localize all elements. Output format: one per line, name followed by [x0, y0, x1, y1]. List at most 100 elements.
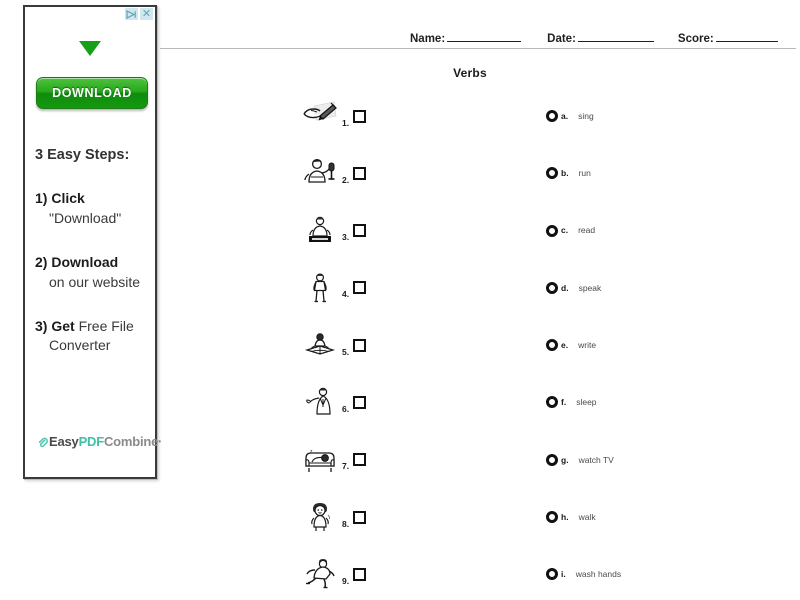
worksheet-header-fields: Name: Date: Score: — [410, 31, 778, 45]
person-speaking-gesture-icon — [300, 385, 340, 419]
person-singing-microphone-icon — [300, 156, 340, 190]
ad-step-2-line2: on our website — [49, 273, 141, 290]
ad-step-3-bold: Get — [51, 317, 75, 334]
option-letter: a. — [561, 110, 569, 121]
list-item: c. read — [546, 211, 595, 251]
close-icon[interactable]: ✕ — [140, 8, 153, 20]
answer-bubble-d[interactable] — [546, 281, 558, 294]
hand-writing-icon — [300, 99, 340, 133]
option-word: write — [578, 339, 597, 350]
checkbox-1[interactable] — [353, 109, 367, 123]
item-number: 5. — [342, 346, 350, 357]
date-field[interactable]: Date: — [547, 31, 654, 45]
list-item: b. run — [546, 153, 591, 193]
ad-step-1: 1) Click "Download" — [35, 189, 155, 229]
ad-step-3: 3) Get Free File Converter — [35, 317, 155, 357]
download-button[interactable]: DOWNLOAD — [36, 77, 148, 109]
list-item: e. write — [546, 325, 596, 365]
option-letter: i. — [561, 569, 566, 580]
item-number: 8. — [342, 518, 350, 529]
list-item: f. sleep — [546, 382, 597, 422]
name-label: Name: — [410, 33, 446, 45]
ad-step-1-bold: Click — [51, 190, 85, 206]
ad-step-3-rest: Free File — [74, 317, 134, 334]
option-letter: b. — [561, 168, 569, 179]
svg-text:z: z — [310, 449, 313, 455]
answer-bubble-b[interactable] — [546, 167, 558, 180]
item-number: 3. — [342, 232, 350, 243]
ad-step-2-num: 2) — [35, 253, 48, 270]
checkbox-7[interactable] — [353, 453, 367, 467]
list-item: 3. — [300, 211, 367, 251]
adchoices-triangle-icon[interactable] — [125, 8, 138, 20]
table-row: 5. e. write — [160, 325, 800, 382]
option-word: run — [578, 168, 591, 179]
list-item: i. wash hands — [546, 554, 621, 594]
checkbox-8[interactable] — [353, 510, 367, 524]
list-item: 8. — [300, 497, 367, 537]
worksheet-content: Name: Date: Score: Verbs — [160, 0, 800, 600]
checkbox-4[interactable] — [353, 281, 367, 295]
checkbox-9[interactable] — [353, 567, 367, 581]
score-blank[interactable] — [715, 31, 778, 42]
ad-step-3-num: 3) — [35, 317, 48, 334]
logo-trademark: • — [158, 437, 161, 446]
header-divider — [160, 48, 796, 49]
score-label: Score: — [677, 33, 714, 45]
checkbox-2[interactable] — [353, 166, 367, 180]
ad-step-1-num: 1) — [35, 190, 48, 206]
date-blank[interactable] — [577, 31, 654, 42]
list-item: a. sing — [546, 96, 594, 136]
list-item: 5. — [300, 325, 367, 365]
option-word: wash hands — [575, 569, 622, 580]
item-number: 1. — [342, 117, 350, 128]
checkbox-6[interactable] — [353, 395, 367, 409]
option-word: read — [578, 225, 596, 236]
child-washing-hands-icon — [300, 500, 340, 534]
answer-bubble-h[interactable] — [546, 511, 558, 524]
ad-steps-block: 3 Easy Steps: 1) Click "Download" 2) Dow… — [35, 147, 155, 380]
option-letter: d. — [561, 282, 569, 293]
list-item: 2. — [300, 153, 367, 193]
answer-bubble-g[interactable] — [546, 453, 558, 466]
ad-step-2: 2) Download on our website — [35, 253, 155, 293]
table-row: 4. d. speak — [160, 268, 800, 325]
answer-bubble-a[interactable] — [546, 110, 558, 122]
person-running-icon — [300, 557, 340, 591]
list-item: 9. — [300, 554, 367, 594]
advertisement-panel: ✕ DOWNLOAD 3 Easy Steps: 1) Click "Downl… — [23, 5, 161, 479]
option-word: walk — [578, 511, 596, 522]
page-title: Verbs — [453, 66, 487, 80]
answer-bubble-f[interactable] — [546, 396, 558, 409]
list-item: 4. — [300, 268, 367, 308]
score-field[interactable]: Score: — [678, 31, 778, 45]
item-number: 9. — [342, 575, 350, 586]
logo-text-easy: Easy — [49, 434, 79, 449]
name-field[interactable]: Name: — [410, 31, 522, 45]
ad-top-icons: ✕ — [125, 8, 153, 20]
list-item: z 7. — [300, 440, 367, 480]
option-word: sing — [578, 110, 594, 121]
green-down-arrow-icon — [25, 41, 155, 61]
person-walking-icon — [300, 271, 340, 305]
checkbox-5[interactable] — [353, 338, 367, 352]
option-letter: e. — [561, 339, 569, 350]
option-letter: h. — [561, 511, 569, 522]
list-item: d. speak — [546, 268, 601, 308]
table-row: 1. a. sing — [160, 96, 800, 153]
answer-bubble-c[interactable] — [546, 224, 558, 237]
option-letter: f. — [561, 397, 567, 408]
person-sleeping-couch-icon: z — [300, 443, 340, 477]
list-item: 1. — [300, 96, 367, 136]
table-row: 3. c. read — [160, 211, 800, 268]
logo-text-pdf: PDF — [78, 434, 105, 449]
name-blank[interactable] — [447, 31, 522, 42]
checkbox-3[interactable] — [353, 224, 367, 238]
item-number: 7. — [342, 461, 350, 472]
option-word: sleep — [576, 397, 597, 408]
ad-step-3-line2: Converter — [49, 337, 111, 354]
answer-bubble-i[interactable] — [546, 568, 558, 581]
answer-bubble-e[interactable] — [546, 339, 558, 352]
